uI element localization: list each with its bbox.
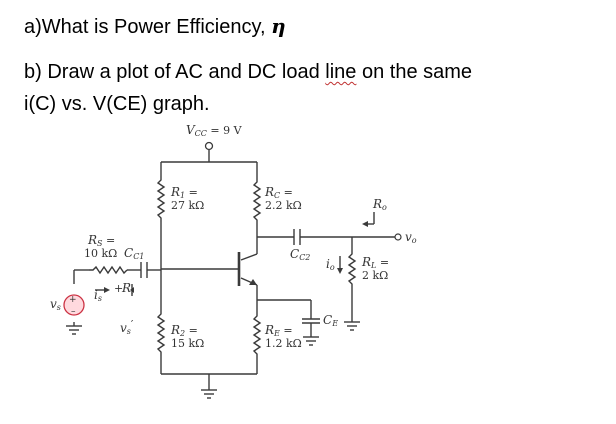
eta-symbol: η bbox=[271, 14, 286, 38]
ground-symbols bbox=[66, 321, 360, 399]
rs-label: RS = bbox=[87, 233, 115, 248]
resistor-rc bbox=[252, 178, 262, 226]
io-label: io bbox=[326, 257, 335, 272]
question-a: a)What is Power Efficiency, η bbox=[24, 14, 286, 39]
re-value: 1.2 kΩ bbox=[265, 337, 302, 350]
rc-label: RC = bbox=[264, 185, 293, 200]
ground-vs bbox=[66, 325, 82, 335]
resistor-r1 bbox=[156, 176, 166, 222]
cc1-label: CC1 bbox=[124, 246, 144, 261]
vs-label: vs bbox=[50, 297, 61, 312]
cc2-label: CC2 bbox=[290, 247, 310, 262]
resistor-r2 bbox=[156, 310, 166, 356]
vs-plus-sign: + bbox=[69, 295, 77, 305]
resistor-rs bbox=[89, 265, 128, 275]
spellcheck-word: line bbox=[325, 61, 357, 83]
ri-arrow bbox=[130, 284, 134, 296]
vs-minus-sign: – bbox=[71, 307, 76, 317]
r1-value: 27 kΩ bbox=[171, 199, 204, 212]
ri-plus-sign: + bbox=[114, 282, 123, 295]
question-b-line1: b) Draw a plot of AC and DC load line on… bbox=[24, 60, 472, 84]
voltage-source-vs: + – bbox=[63, 294, 85, 317]
question-b-text-start: b) Draw a plot of AC and DC load bbox=[24, 61, 326, 83]
ri-label: Ri bbox=[121, 281, 134, 296]
ce-label: CE bbox=[323, 313, 338, 328]
circuit-wires bbox=[73, 150, 395, 390]
r1-label: R1 = bbox=[170, 185, 198, 200]
rl-label: RL = bbox=[361, 255, 389, 270]
r2-value: 15 kΩ bbox=[171, 337, 204, 350]
output-terminal bbox=[394, 233, 402, 241]
vcc-label: VCC = 9 V bbox=[186, 123, 243, 138]
ro-arrow bbox=[362, 212, 375, 227]
capacitor-cc2 bbox=[293, 229, 301, 245]
vcc-terminal bbox=[204, 141, 214, 151]
r2-label: R2 = bbox=[170, 323, 198, 338]
io-arrow bbox=[337, 256, 343, 274]
is-arrow bbox=[95, 287, 110, 293]
resistor-re bbox=[252, 312, 262, 356]
rs-value: 10 kΩ bbox=[84, 247, 117, 260]
ground-rl bbox=[344, 321, 360, 331]
resistor-rl bbox=[347, 250, 357, 288]
circuit-labels: VCC = 9 V R1 = 27 kΩ RC = 2.2 kΩ Ro vo C… bbox=[50, 123, 417, 350]
vs-prime-label: vs′ bbox=[120, 318, 134, 336]
vo-label: vo bbox=[405, 230, 417, 245]
question-b-text-end: on the same bbox=[356, 61, 473, 83]
transistor-emitter-arrow bbox=[249, 279, 257, 285]
is-label: is bbox=[94, 288, 102, 303]
rl-value: 2 kΩ bbox=[362, 269, 388, 282]
re-label: RE = bbox=[264, 323, 293, 338]
question-b-line2: i(C) vs. V(CE) graph. bbox=[24, 93, 210, 115]
capacitor-cc1 bbox=[140, 262, 148, 278]
question-a-text: a)What is Power Efficiency, bbox=[24, 16, 272, 38]
rc-value: 2.2 kΩ bbox=[265, 199, 302, 212]
ground-bottom bbox=[201, 389, 217, 399]
ro-label: Ro bbox=[372, 197, 387, 212]
ground-ce bbox=[303, 336, 319, 346]
capacitor-ce bbox=[302, 318, 320, 324]
